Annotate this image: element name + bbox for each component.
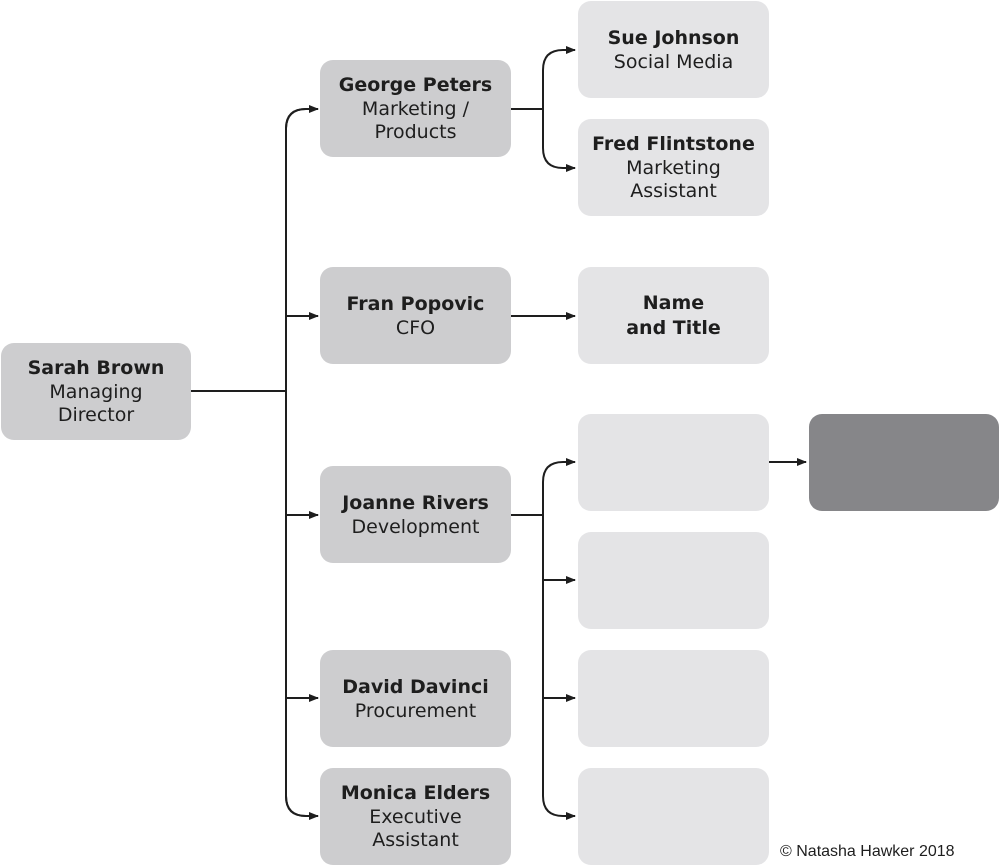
- node-title: Managing Director: [49, 381, 143, 426]
- node-highlight: [809, 414, 999, 511]
- node-title: Marketing / Products: [361, 98, 470, 143]
- node-name: George Peters: [338, 74, 493, 96]
- connector-joanne-down: [542, 515, 564, 817]
- node-sue-johnson: Sue Johnson Social Media: [578, 1, 769, 98]
- node-empty-3: [578, 650, 769, 747]
- node-name: Joanne Rivers: [342, 491, 489, 514]
- arrow-to-dev-1: [542, 458, 576, 515]
- node-sarah-brown: Sarah Brown Managing Director: [1, 343, 191, 440]
- connector-trunk: [285, 108, 307, 817]
- node-george-peters: George Peters Marketing / Products: [320, 60, 511, 157]
- node-fred-flintstone: Fred Flintstone Marketing Assistant: [578, 119, 769, 216]
- copyright-notice: © Natasha Hawker 2018: [780, 843, 955, 860]
- node-title: CFO: [395, 316, 436, 339]
- arrow-to-monica: [285, 795, 319, 820]
- node-empty-1: [578, 414, 769, 511]
- node-name: Sue Johnson: [607, 26, 740, 49]
- node-name-and-title: Name and Title: [578, 267, 769, 364]
- node-title: Development: [351, 515, 480, 538]
- arrow-to-george: [285, 105, 319, 130]
- node-title: Social Media: [613, 50, 734, 73]
- node-name: Monica Elders: [340, 782, 491, 804]
- node-name: David Davinci: [342, 675, 489, 698]
- node-empty-4: [578, 768, 769, 865]
- node-name: Fran Popovic: [346, 292, 485, 315]
- node-monica-elders: Monica Elders Executive Assistant: [320, 768, 511, 865]
- arrow-to-fred: [542, 109, 576, 172]
- node-title: Procurement: [354, 699, 477, 722]
- node-name: Sarah Brown: [27, 357, 165, 379]
- node-joanne-rivers: Joanne Rivers Development: [320, 466, 511, 563]
- node-title: Executive Assistant: [369, 806, 462, 851]
- node-name: Name and Title: [626, 291, 721, 339]
- node-empty-2: [578, 532, 769, 629]
- node-name: Fred Flintstone: [592, 133, 755, 155]
- arrow-to-sue: [542, 46, 576, 109]
- node-fran-popovic: Fran Popovic CFO: [320, 267, 511, 364]
- node-david-davinci: David Davinci Procurement: [320, 650, 511, 747]
- node-title: Marketing Assistant: [626, 157, 721, 202]
